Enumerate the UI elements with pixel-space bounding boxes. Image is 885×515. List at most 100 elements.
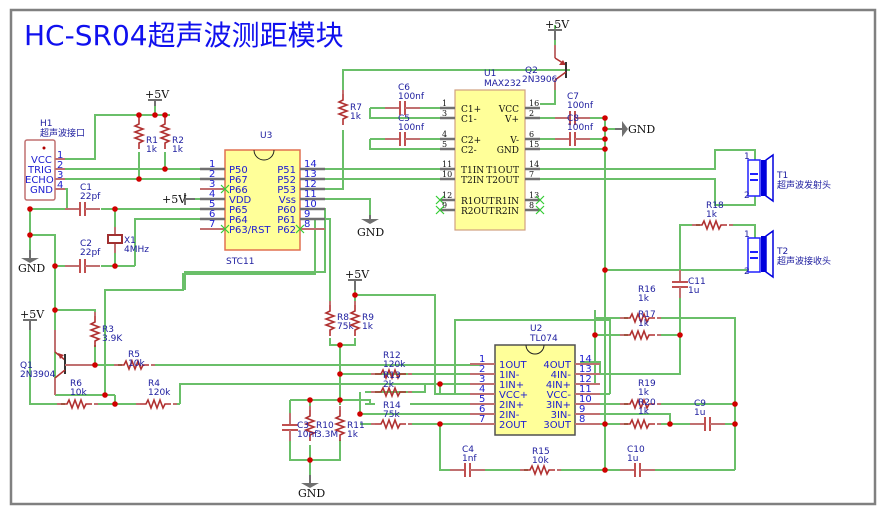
resistor-value: 1k: [706, 210, 718, 220]
pin-number: 4: [209, 189, 215, 200]
svg-text:U3: U3: [260, 131, 272, 141]
pin-number: 1: [479, 354, 485, 365]
vcc-symbol: +5V: [20, 308, 45, 330]
capacitor-value: 22pf: [80, 248, 101, 258]
junction-dot: [337, 371, 343, 377]
svg-text:1: 1: [744, 152, 750, 162]
capacitor-ref: C9: [694, 399, 706, 409]
capacitor-ref: C5: [398, 114, 410, 124]
pin-number: 1: [209, 159, 215, 170]
pin-number: 2: [529, 109, 534, 118]
svg-text:2: 2: [57, 160, 63, 171]
pin-number: 16: [529, 99, 539, 108]
capacitor-value: 100nf: [398, 123, 425, 133]
ic-u3-stc11: U3 STC11 1P502P673P664VDD5P656P647P63/RS…: [200, 131, 325, 267]
passive-components: R11kR21kR33.9KR510kR610kR4120kR71kR875kR…: [57, 83, 733, 477]
sheet-frame: [9, 8, 877, 506]
pin-name: C1-: [461, 115, 477, 125]
resistor-ref: R10: [316, 421, 334, 431]
junction-dot: [136, 112, 142, 118]
pin-name: P61: [277, 215, 296, 226]
svg-text:GND: GND: [18, 262, 45, 275]
svg-text:4: 4: [57, 180, 63, 191]
pin-name: 3IN-: [551, 410, 572, 421]
resistor-value: 1k: [350, 112, 362, 122]
resistor-ref: R14: [383, 401, 401, 411]
junction-dot: [112, 263, 118, 269]
pin-name: 1OUT: [499, 360, 528, 371]
ic-pin: 5C2-: [440, 140, 477, 156]
pin-number: 9: [304, 209, 310, 220]
pin-number: 11: [442, 160, 452, 169]
resistor-ref: R11: [347, 421, 365, 431]
resistor-value: 1k: [638, 294, 650, 304]
pin-number: 11: [304, 189, 317, 200]
pin-name: 2OUT: [499, 420, 528, 431]
svg-text:3: 3: [57, 170, 63, 181]
junction-dot: [357, 411, 363, 417]
transistor-q2: Q2 2N3906: [522, 45, 567, 90]
resistor-value: 120k: [148, 388, 171, 398]
crystal-x1: X1 4MHz: [107, 227, 149, 255]
junction-dot: [136, 176, 142, 182]
resistor-value: 1k: [638, 319, 650, 329]
resistor-ref: R19: [638, 379, 656, 389]
pin-name: Vss: [279, 195, 296, 206]
junction-dot: [112, 206, 118, 212]
no-connect-icon: [535, 195, 545, 205]
pin-number: 8: [529, 201, 534, 210]
junction-dot: [602, 136, 608, 142]
svg-text:MAX232: MAX232: [484, 79, 521, 89]
ic-pin: 2V+: [504, 109, 540, 125]
svg-text:2N3906: 2N3906: [522, 75, 558, 85]
pin-number: 4: [479, 384, 485, 395]
svg-text:H1: H1: [40, 119, 53, 129]
resistor-value: 10k: [70, 388, 87, 398]
capacitor-value: 22pf: [80, 192, 101, 202]
junction-dot: [92, 362, 98, 368]
pin-number: 14: [579, 354, 592, 365]
junction-dot: [307, 397, 313, 403]
pin-number: 12: [304, 179, 317, 190]
resistor-ref: R5: [128, 350, 140, 360]
resistor-value: 1k: [146, 145, 158, 155]
pin-number: 10: [579, 394, 592, 405]
pin-number: 6: [209, 209, 215, 220]
junction-dot: [437, 381, 443, 387]
svg-text:X1: X1: [124, 236, 136, 246]
pin-name: 3IN+: [546, 400, 571, 411]
resistor-ref: R20: [638, 398, 656, 408]
pin-name: VCC+: [499, 390, 528, 401]
pin-name: P67: [229, 175, 248, 186]
capacitor-value: 100nf: [567, 101, 594, 111]
svg-text:T1: T1: [776, 171, 788, 181]
junction-dot: [602, 267, 608, 273]
pin-number: 10: [304, 199, 317, 210]
junction-dot: [112, 401, 118, 407]
resistor-ref: R16: [638, 285, 656, 295]
pin-name: VDD: [229, 195, 252, 206]
resistor-ref: R1: [146, 136, 158, 146]
svg-text:GND: GND: [30, 185, 53, 196]
svg-text:VCC: VCC: [31, 155, 52, 166]
pin-number: 14: [304, 159, 317, 170]
